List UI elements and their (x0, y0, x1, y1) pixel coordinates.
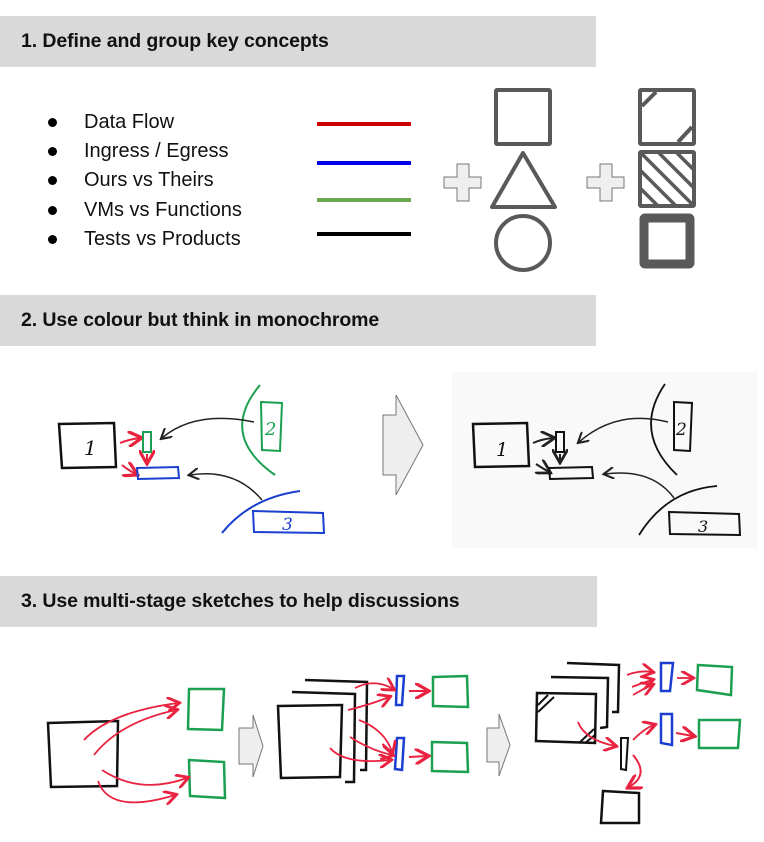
stage-arrow-icon (238, 714, 264, 778)
plus-icon (443, 163, 482, 202)
diagonal-hatched-square (638, 150, 696, 208)
plus-icon (586, 163, 625, 202)
transform-arrow-icon (382, 394, 424, 496)
section-1-title: 1. Define and group key concepts (21, 30, 329, 52)
blue-line-swatch (317, 161, 411, 165)
colour-sketch: 1 2 3 (57, 384, 424, 535)
stage-3-sketch (534, 661, 742, 825)
concept-item: Ingress / Egress (45, 137, 242, 166)
mono-box-1 (471, 421, 531, 469)
sketch-blue-box (135, 465, 181, 481)
sketch-label-2: 2 (264, 419, 276, 440)
mono-flat-box (547, 465, 595, 481)
stage-arrow-icon (486, 713, 511, 777)
thick-border-square (639, 213, 695, 269)
multi-stage-sketch (46, 661, 742, 825)
black-line-swatch (317, 232, 411, 236)
section-3-header: 3. Use multi-stage sketches to help disc… (0, 576, 597, 627)
shape-grammar-diagram (443, 88, 696, 272)
mono-small-box (555, 431, 565, 453)
sketch-box-1 (57, 421, 118, 470)
stage-1-sketch (46, 687, 227, 802)
mono-label-1: 1 (496, 439, 508, 461)
concept-item: VMs vs Functions (45, 196, 242, 225)
mono-label-2: 2 (675, 420, 687, 440)
stage-2-sketch (276, 674, 470, 784)
sketch-small-green-box (142, 431, 152, 453)
concept-item: Ours vs Theirs (45, 166, 242, 195)
mono-box-3 (667, 510, 742, 537)
sketch-label-1: 1 (84, 436, 97, 460)
concept-item: Tests vs Products (45, 225, 242, 254)
sketch-box-3 (251, 509, 326, 535)
section-2-title: 2. Use colour but think in monochrome (21, 309, 380, 331)
sketch-label-3: 3 (282, 515, 293, 535)
green-line-swatch (317, 198, 411, 202)
triangle-shape (490, 151, 557, 209)
section-1-header: 1. Define and group key concepts (0, 16, 596, 67)
section-2-header: 2. Use colour but think in monochrome (0, 295, 596, 346)
concept-item: Data Flow (45, 108, 242, 137)
red-line-swatch (317, 122, 411, 126)
concept-list: Data Flow Ingress / Egress Ours vs Their… (45, 108, 242, 254)
mono-label-3: 3 (698, 517, 708, 536)
mono-box-2 (673, 400, 694, 453)
monochrome-sketch: 1 2 3 (452, 372, 758, 548)
section-3-title: 3. Use multi-stage sketches to help disc… (21, 590, 460, 612)
sketch-box-2 (259, 400, 284, 453)
square-shape (494, 88, 552, 146)
corner-hatched-square (638, 88, 696, 146)
circle-shape (494, 214, 552, 272)
